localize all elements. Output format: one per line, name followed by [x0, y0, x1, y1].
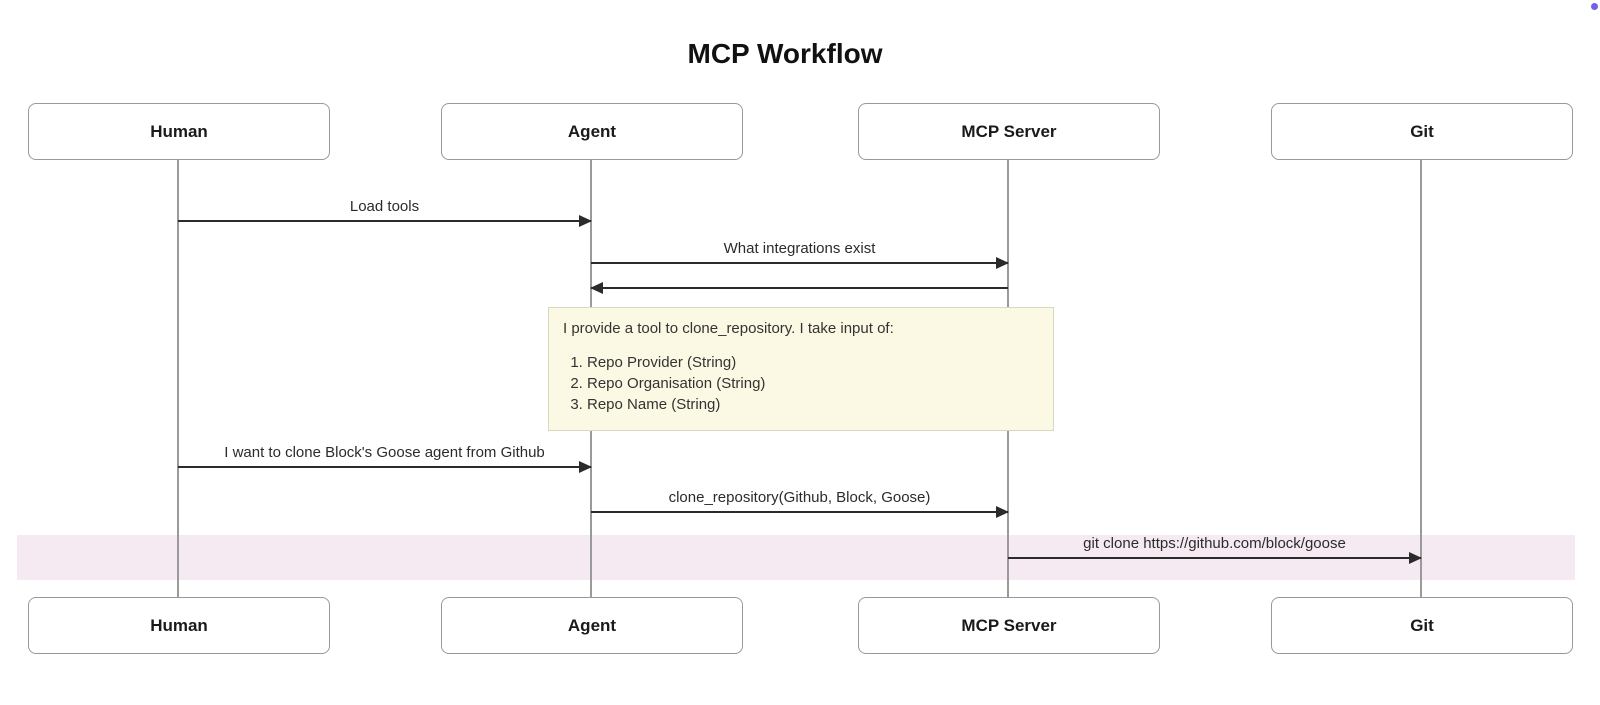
diagram-title: MCP Workflow [687, 38, 883, 69]
message-arrow [178, 215, 592, 227]
actor-label: Human [150, 615, 208, 635]
arrowhead-right-icon [996, 506, 1009, 518]
arrowhead-right-icon [996, 257, 1009, 269]
message-label: What integrations exist [723, 240, 876, 257]
message-label: I want to clone Block's Goose agent from… [224, 444, 545, 461]
actor-box-git-bottom: Git [1271, 597, 1573, 654]
arrowhead-right-icon [1409, 552, 1422, 564]
actor-box-agent-bottom: Agent [441, 597, 743, 654]
note-list: Repo Provider (String) Repo Organisation… [563, 352, 1039, 415]
message-arrow [590, 282, 1008, 294]
actor-label: Git [1410, 615, 1434, 635]
message-label: Load tools [349, 198, 420, 215]
actor-label: MCP Server [961, 615, 1057, 635]
cursor-dot [1591, 3, 1598, 10]
message-arrow [178, 461, 592, 473]
actor-box-human-top: Human [28, 103, 330, 160]
message-label: git clone https://github.com/block/goose [1083, 535, 1346, 552]
note-list-item: Repo Name (String) [587, 394, 1039, 415]
message-arrow [591, 257, 1009, 269]
arrowhead-right-icon [579, 461, 592, 473]
actor-box-git-top: Git [1271, 103, 1573, 160]
note-intro: I provide a tool to clone_repository. I … [563, 320, 894, 337]
actor-label: Human [150, 121, 208, 141]
actor-box-mcp-server-bottom: MCP Server [858, 597, 1160, 654]
arrowhead-left-icon [590, 282, 603, 294]
message-clone-repository-call: clone_repository(Github, Block, Goose) [591, 488, 1009, 518]
actor-label: Git [1410, 121, 1434, 141]
note-list-item: Repo Provider (String) [587, 352, 1039, 373]
message-integrations-response [590, 282, 1008, 294]
message-clone-request: I want to clone Block's Goose agent from… [178, 443, 592, 473]
message-load-tools: Load tools [178, 197, 592, 227]
note-box: I provide a tool to clone_repository. I … [548, 307, 1054, 431]
actor-label: Agent [567, 615, 617, 635]
message-git-clone: git clone https://github.com/block/goose [1008, 534, 1422, 564]
actor-label: Agent [567, 121, 617, 141]
actor-box-mcp-server-top: MCP Server [858, 103, 1160, 160]
note-list-item: Repo Organisation (String) [587, 373, 1039, 394]
message-what-integrations: What integrations exist [591, 239, 1009, 269]
actor-label: MCP Server [961, 121, 1057, 141]
message-arrow [591, 506, 1009, 518]
actor-box-agent-top: Agent [441, 103, 743, 160]
lifeline-git [1420, 160, 1422, 597]
lifeline-human [177, 160, 179, 597]
message-label: clone_repository(Github, Block, Goose) [668, 489, 931, 506]
message-arrow [1008, 552, 1422, 564]
actor-box-human-bottom: Human [28, 597, 330, 654]
arrowhead-right-icon [579, 215, 592, 227]
